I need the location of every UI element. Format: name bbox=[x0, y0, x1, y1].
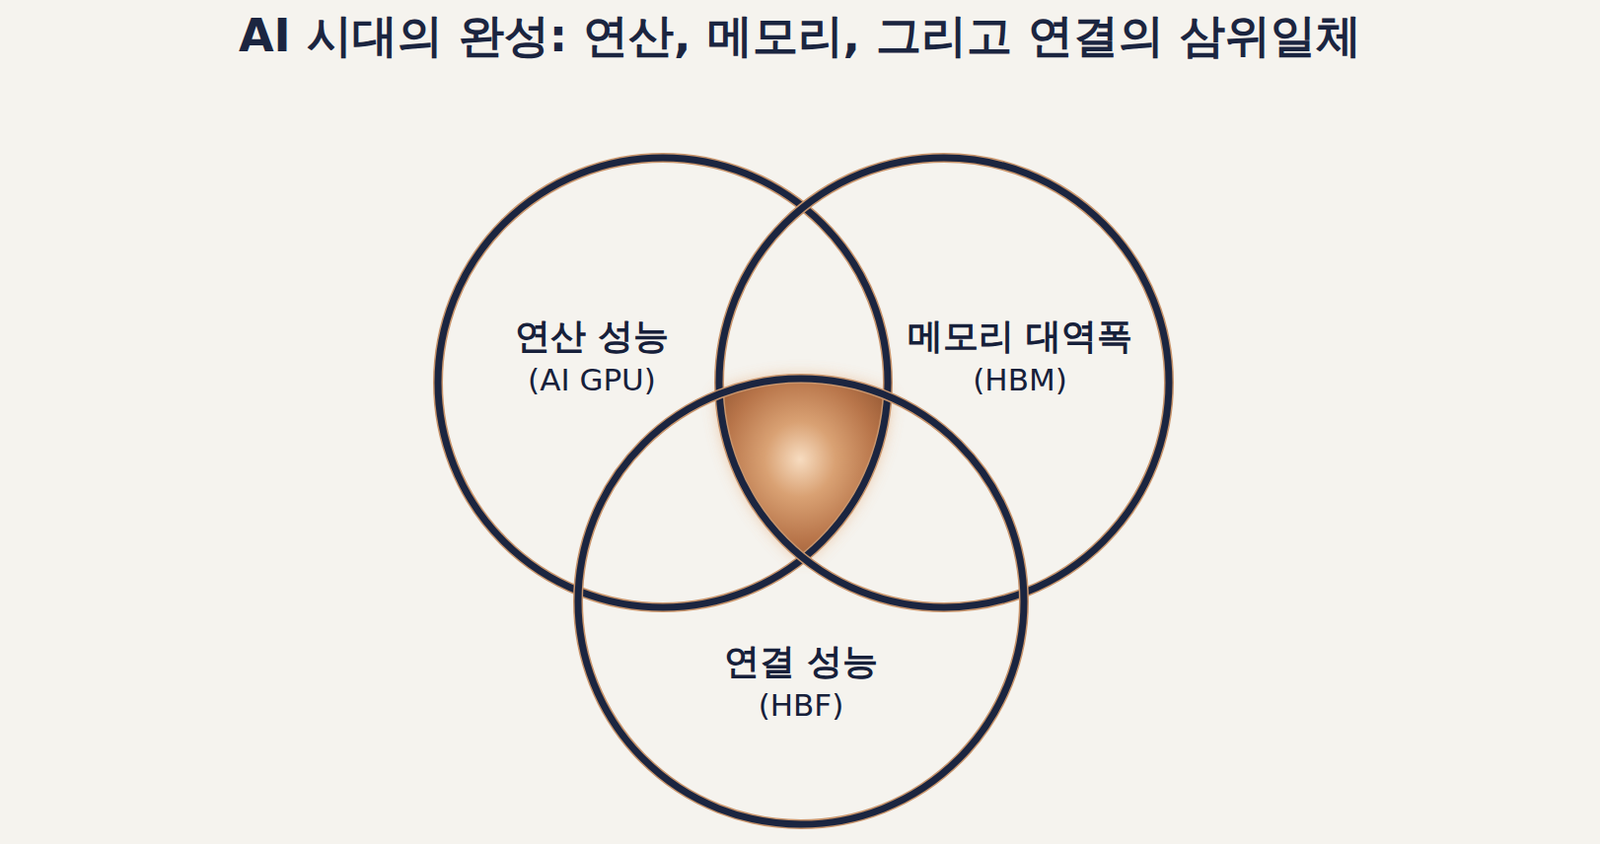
circle-subtitle: (HBM) bbox=[907, 359, 1134, 401]
circle-heading: 연결 성능 bbox=[724, 639, 879, 686]
venn-circle: 연결 성능(HBF) bbox=[578, 378, 1024, 825]
circle-label: 메모리 대역폭(HBM) bbox=[907, 313, 1134, 402]
glow bbox=[719, 378, 887, 559]
circle-heading: 메모리 대역폭 bbox=[907, 313, 1134, 361]
circle-label: 연결 성능(HBF) bbox=[724, 639, 879, 728]
circle-subtitle: (HBF) bbox=[724, 684, 879, 727]
circle-rim bbox=[578, 378, 1024, 825]
circle-label: 연산 성능(AI GPU) bbox=[514, 313, 670, 402]
circle-heading: 연산 성능 bbox=[514, 313, 670, 361]
copper-intersection bbox=[719, 378, 887, 559]
circle-outline bbox=[578, 378, 1024, 825]
diagram-title: AI 시대의 완성: 연산, 메모리, 그리고 연결의 삼위일체 bbox=[13, 5, 1587, 68]
circle-subtitle: (AI GPU) bbox=[514, 359, 670, 401]
circle-stroke bbox=[578, 378, 1024, 825]
